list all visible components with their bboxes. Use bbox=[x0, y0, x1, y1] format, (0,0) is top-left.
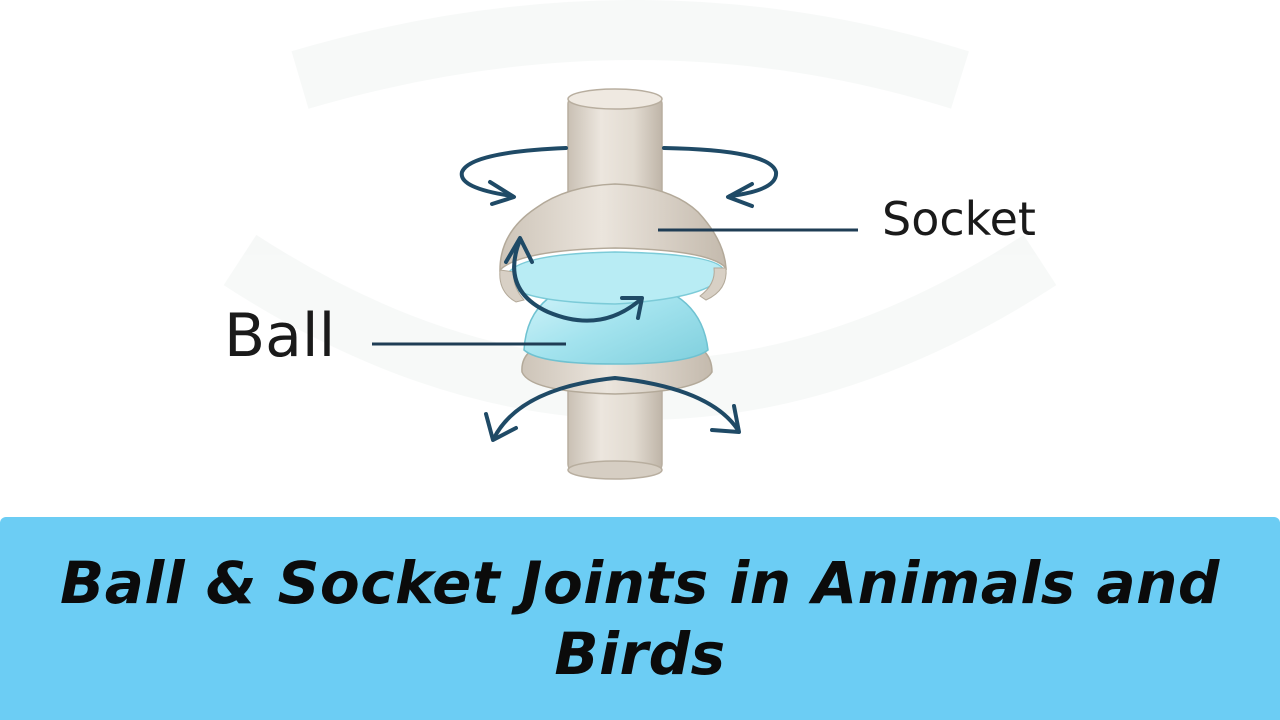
ball-socket-joint-diagram bbox=[372, 88, 858, 480]
rotation-arrows-bottom bbox=[484, 376, 741, 442]
title-banner: Ball & Socket Joints in Animals and Bird… bbox=[0, 517, 1280, 720]
upper-bone-top bbox=[567, 88, 663, 110]
rotation-arrows-top bbox=[459, 146, 778, 208]
socket-label: Socket bbox=[882, 192, 1036, 246]
lower-bone-bottom bbox=[567, 460, 663, 480]
rotation-arrow-middle bbox=[504, 236, 644, 323]
socket bbox=[499, 183, 727, 272]
banner-title: Ball & Socket Joints in Animals and Bird… bbox=[60, 548, 1220, 688]
ball-label: Ball bbox=[224, 301, 336, 371]
socket-rim-right bbox=[699, 267, 727, 301]
socket-cavity bbox=[505, 251, 725, 305]
